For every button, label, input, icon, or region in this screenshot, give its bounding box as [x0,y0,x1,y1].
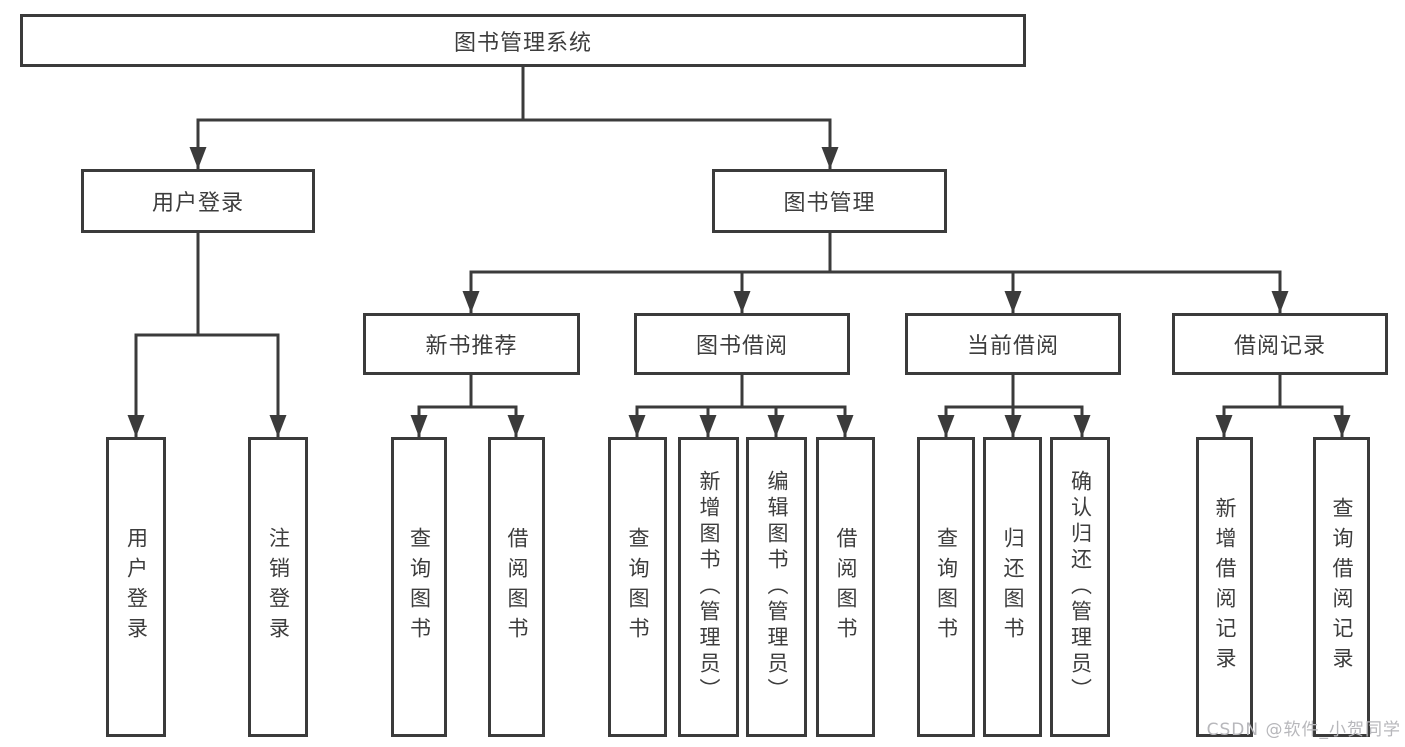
leaf-edit-books-admin-label: 编辑图书（管理员） [765,470,789,704]
node-new-book-recommend-label: 新书推荐 [425,334,518,359]
node-borrow-records-label: 借阅记录 [1233,334,1326,359]
node-root-label: 图书管理系统 [453,30,592,56]
leaf-borrow-books-recommend-label: 借阅图书 [505,527,529,647]
leaf-query-borrow-record-label: 查询借阅记录 [1330,497,1354,677]
leaf-add-books-admin: 新增图书（管理员） [678,437,739,737]
node-book-borrow: 图书借阅 [634,313,850,375]
node-current-borrow-label: 当前借阅 [966,334,1059,359]
node-new-book-recommend: 新书推荐 [363,313,580,375]
leaf-query-books-recommend: 查询图书 [391,437,447,737]
csdn-watermark: CSDN @软件_小贺同学 [1206,720,1401,740]
leaf-query-books-current-label: 查询图书 [934,527,959,647]
leaf-borrow-books-label: 借阅图书 [834,527,858,647]
leaf-borrow-books-recommend: 借阅图书 [488,437,545,737]
node-current-borrow: 当前借阅 [905,313,1121,375]
node-book-borrow-label: 图书借阅 [695,334,788,359]
leaf-user-login: 用户登录 [106,437,166,737]
node-root-system: 图书管理系统 [20,14,1026,67]
node-user-login-label: 用户登录 [151,191,244,216]
leaf-logout-label: 注销登录 [266,527,291,647]
leaf-edit-books-admin: 编辑图书（管理员） [746,437,807,737]
leaf-query-books-borrow: 查询图书 [608,437,667,737]
leaf-query-books-borrow-label: 查询图书 [626,527,650,647]
leaf-query-books-recommend-label: 查询图书 [407,527,432,647]
node-borrow-records: 借阅记录 [1172,313,1388,375]
node-book-management-label: 图书管理 [783,191,876,216]
leaf-add-books-admin-label: 新增图书（管理员） [697,470,721,704]
leaf-logout: 注销登录 [248,437,308,737]
leaf-confirm-return-admin: 确认归还（管理员） [1050,437,1110,737]
node-book-management: 图书管理 [712,169,947,233]
leaf-borrow-books: 借阅图书 [816,437,875,737]
leaf-confirm-return-admin-label: 确认归还（管理员） [1068,470,1093,704]
leaf-return-books-label: 归还图书 [1001,527,1025,647]
leaf-add-borrow-record: 新增借阅记录 [1196,437,1253,737]
leaf-query-borrow-record: 查询借阅记录 [1313,437,1370,737]
leaf-add-borrow-record-label: 新增借阅记录 [1213,497,1237,677]
node-user-login: 用户登录 [81,169,315,233]
leaf-query-books-current: 查询图书 [917,437,975,737]
leaf-return-books: 归还图书 [983,437,1042,737]
leaf-user-login-label: 用户登录 [124,527,149,647]
